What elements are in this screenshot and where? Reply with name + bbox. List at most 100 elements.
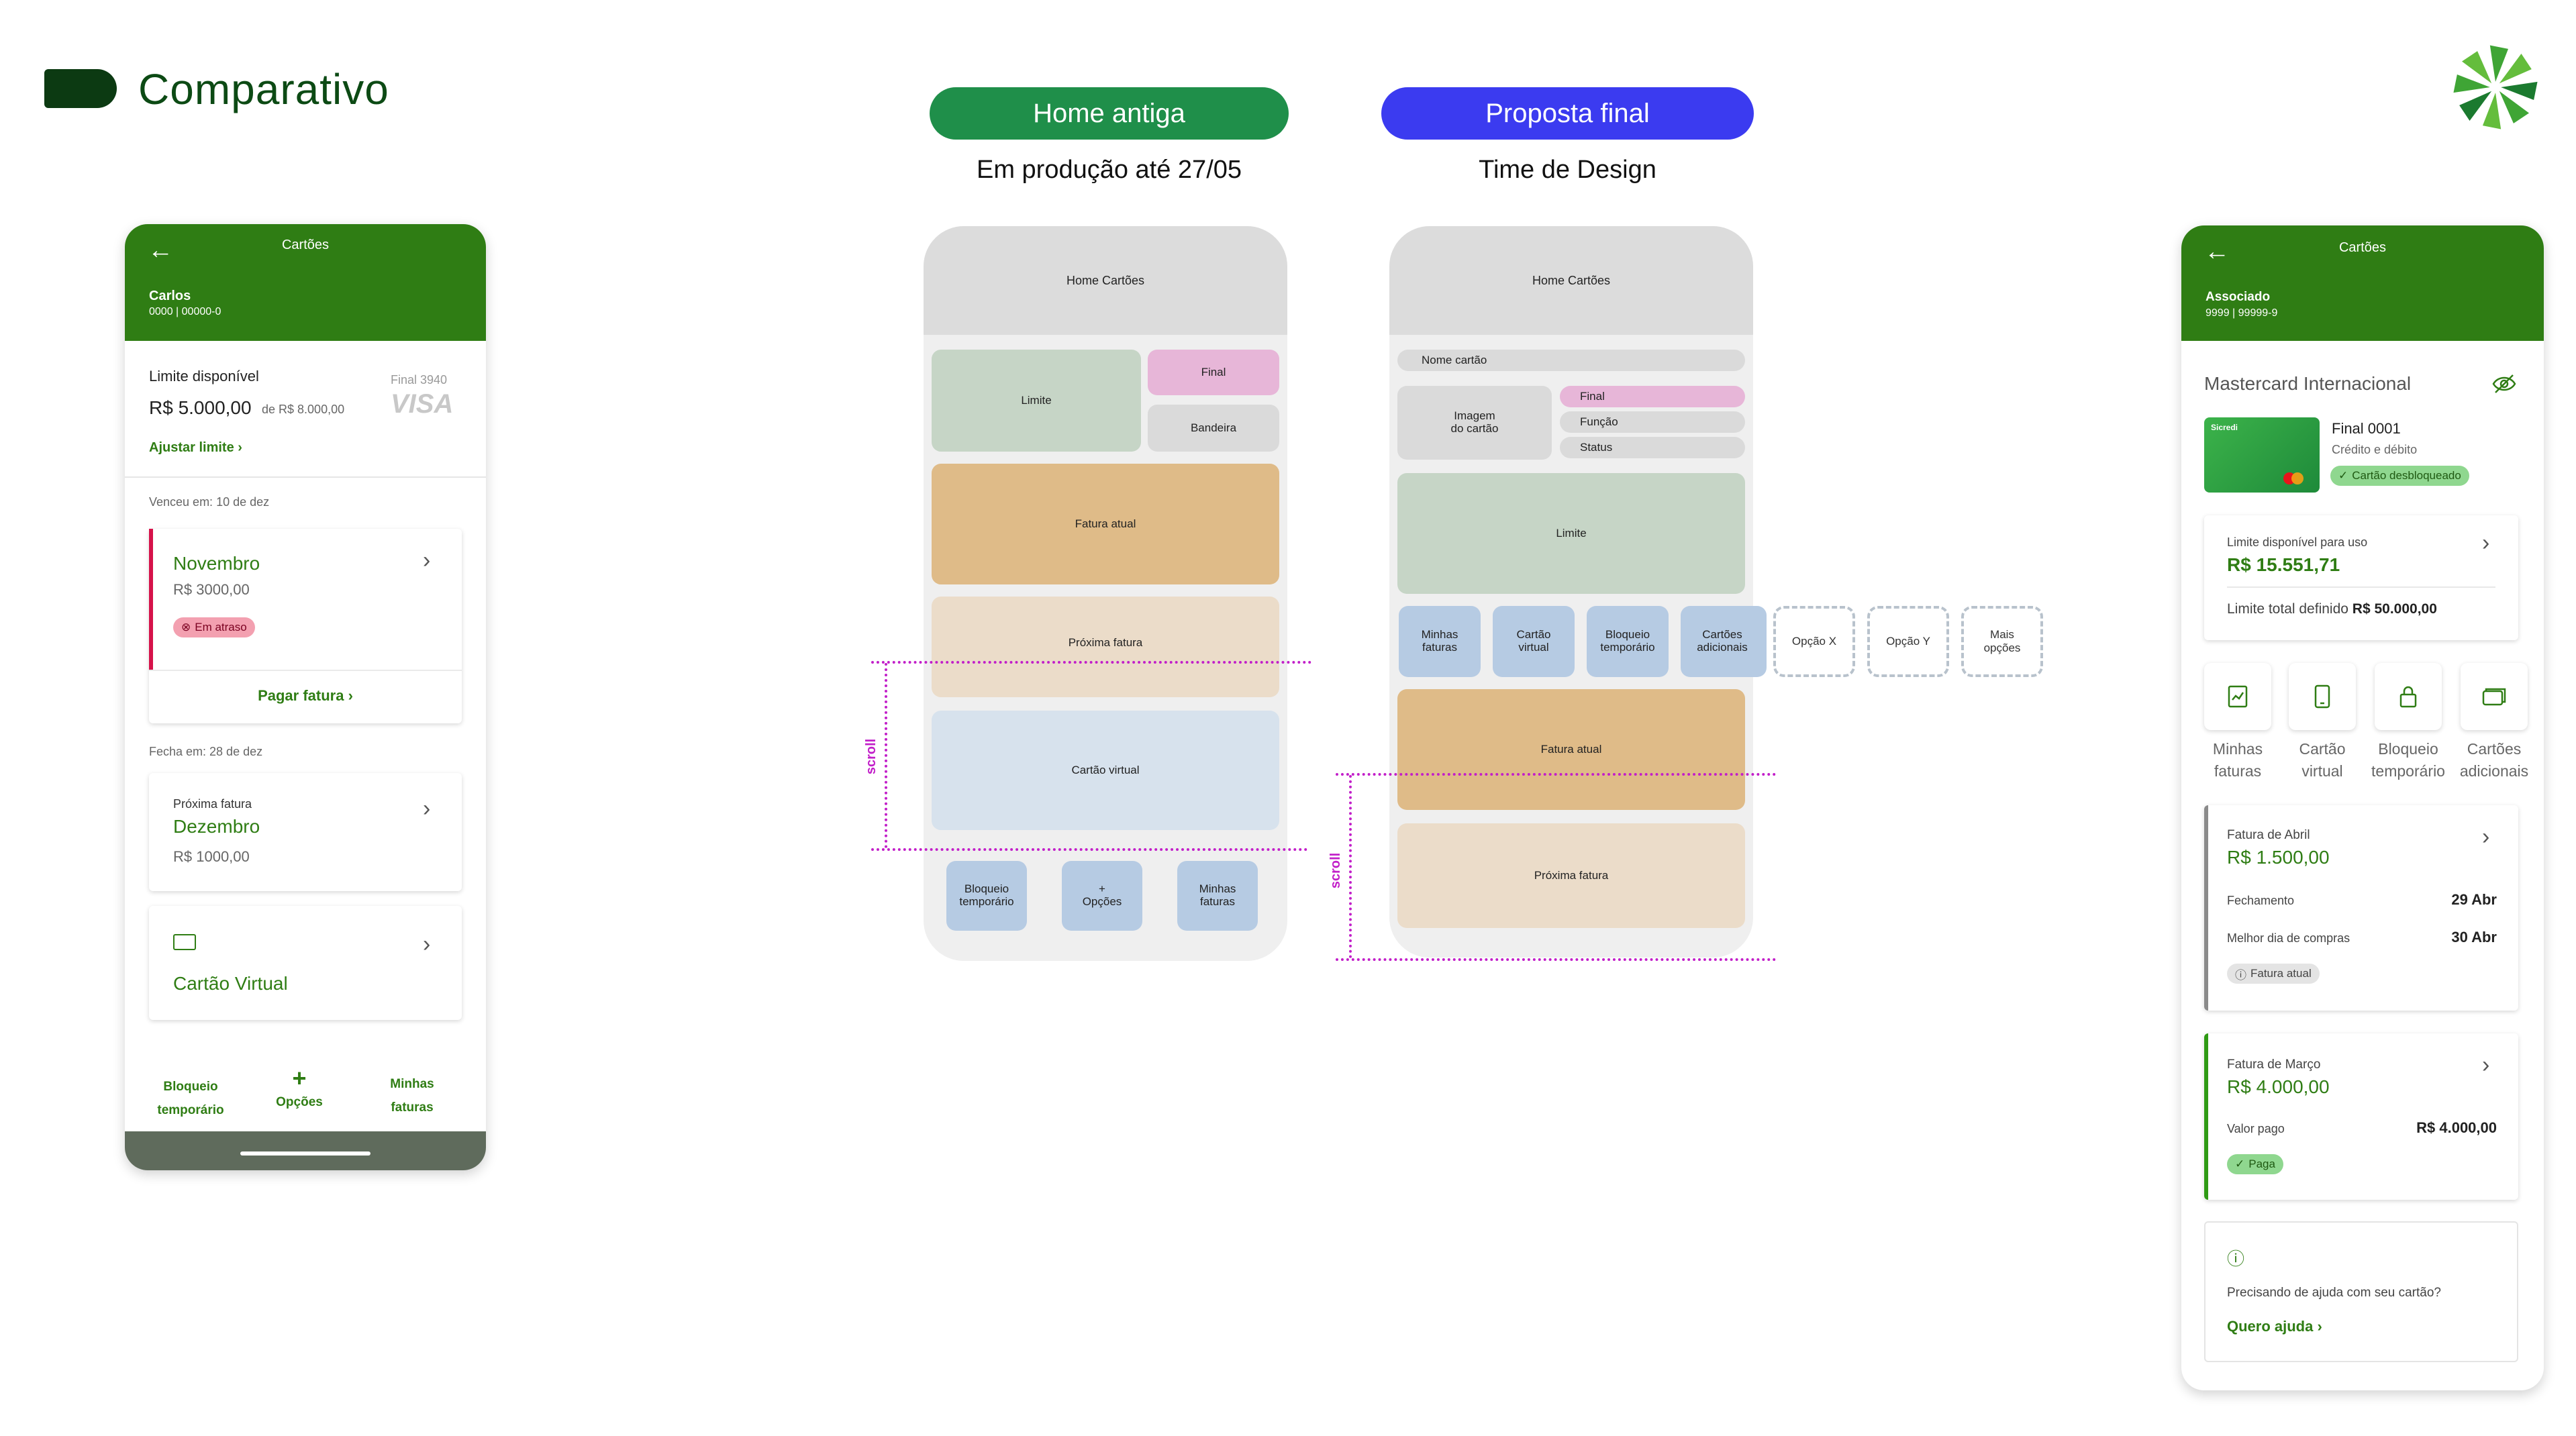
new-app-bar: ← Cartões Associado 9999 | 99999-9 <box>2181 225 2544 341</box>
wf-old-final: Final <box>1148 350 1279 395</box>
wf-new-funcao: Função <box>1560 411 1745 433</box>
scroll-line-bottom-old <box>871 848 1307 851</box>
wf-old-proxima: Próxima fatura <box>932 597 1279 697</box>
invoice-marker <box>2204 805 2208 1011</box>
divider <box>125 476 486 478</box>
wf-old-top: Home Cartões <box>924 226 1287 335</box>
scroll-line-top-new <box>1336 773 1776 776</box>
sicredi-logo-icon <box>2453 45 2538 130</box>
paid-invoice-card[interactable]: Fatura de Março R$ 4.000,00 › Valor pago… <box>2204 1033 2518 1200</box>
next-value: R$ 1000,00 <box>173 848 250 865</box>
mastercard-logo-icon-2 <box>2291 472 2303 484</box>
paid-badge: ✓Paga <box>2227 1154 2283 1174</box>
inv1-r2-value: 30 Abr <box>2451 929 2497 945</box>
chevron-right-icon: › <box>2482 1052 2490 1078</box>
chevron-right-icon: › <box>423 548 431 573</box>
old-app-screen: ← Cartões Carlos 0000 | 00000-0 Limite d… <box>125 224 486 1170</box>
inv1-r1-label: Fechamento <box>2227 894 2295 907</box>
old-limit-total: de R$ 8.000,00 <box>262 403 345 416</box>
error-icon: ⊗ <box>181 621 191 633</box>
overdue-invoice-card[interactable]: Novembro R$ 3000,00 › ⊗Em atraso Pagar f… <box>149 529 462 723</box>
wf-new-final: Final <box>1560 386 1745 407</box>
card-name: Mastercard Internacional <box>2204 373 2412 394</box>
overdue-badge: ⊗Em atraso <box>173 617 255 637</box>
phone-icon <box>2314 684 2330 709</box>
wf-new-o4-overflow <box>1753 606 1767 677</box>
wf-new-o3: Bloqueio temporário <box>1587 606 1669 677</box>
help-link[interactable]: Quero ajuda › <box>2227 1318 2322 1335</box>
help-card[interactable]: ⓘ Precisando de ajuda com seu cartão? Qu… <box>2204 1221 2518 1362</box>
inv2-r1-label: Valor pago <box>2227 1122 2285 1135</box>
limit-card[interactable]: Limite disponível para uso R$ 15.551,71 … <box>2204 515 2518 640</box>
current-invoice-card[interactable]: Fatura de Abril R$ 1.500,00 › Fechamento… <box>2204 805 2518 1011</box>
wf-new-more-options: Mais opções <box>1961 606 2043 677</box>
check-circle-icon: ✓ <box>2338 469 2348 482</box>
eye-off-icon[interactable] <box>2491 373 2517 395</box>
chevron-right-icon: › <box>2482 824 2490 850</box>
card-type: Crédito e débito <box>2332 443 2418 456</box>
next-invoice-card[interactable]: Próxima fatura Dezembro R$ 1000,00 › <box>149 773 462 891</box>
due-note: Venceu em: 10 de dez <box>149 495 270 509</box>
adjust-limit-link[interactable]: Ajustar limite › <box>149 440 242 455</box>
scroll-label-new: scroll <box>1328 852 1344 889</box>
chevron-right-icon: › <box>238 440 242 455</box>
wf-new-imagem: Imagem do cartão <box>1397 386 1552 460</box>
limit-value: R$ 15.551,71 <box>2227 554 2340 575</box>
scroll-line-top-old <box>871 661 1311 664</box>
wf-new-top: Home Cartões <box>1389 226 1753 335</box>
shortcut-additional-cards[interactable] <box>2461 663 2528 730</box>
new-app-title: Cartões <box>2338 240 2387 255</box>
shortcut-invoices[interactable] <box>2204 663 2271 730</box>
next-month: Dezembro <box>173 816 260 837</box>
info-icon: ⓘ <box>2235 968 2246 982</box>
inv2-value: R$ 4.000,00 <box>2227 1076 2330 1097</box>
plus-icon: + <box>292 1064 307 1092</box>
help-icon: ⓘ <box>2227 1249 2245 1269</box>
action-options[interactable]: +Opções <box>259 1064 340 1110</box>
shortcut-temp-lock[interactable] <box>2375 663 2442 730</box>
old-account: 0000 | 00000-0 <box>149 306 221 317</box>
shortcut-virtual-card[interactable] <box>2289 663 2356 730</box>
overdue-marker <box>149 529 153 670</box>
invoice-icon <box>2228 685 2248 708</box>
tag-proposta-final: Proposta final <box>1381 87 1754 140</box>
wf-new-option-x: Opção X <box>1773 606 1855 677</box>
chevron-right-icon: › <box>2482 530 2490 556</box>
card-image-logo: Sicredi <box>2211 423 2238 432</box>
pay-invoice-button[interactable]: Pagar fatura › <box>258 687 353 704</box>
help-text: Precisando de ajuda com seu cartão? <box>2227 1286 2441 1300</box>
virtual-card-card[interactable]: Cartão Virtual › <box>149 906 462 1020</box>
home-indicator <box>240 1151 370 1156</box>
card-final: Final 0001 <box>2332 420 2401 437</box>
wf-new-o4: Cartões adicionais <box>1681 606 1753 677</box>
tag-home-antiga: Home antiga <box>930 87 1289 140</box>
new-user-name: Associado <box>2206 290 2271 304</box>
scroll-label-old: scroll <box>864 738 879 775</box>
divider <box>149 670 462 671</box>
inv1-label: Fatura de Abril <box>2227 828 2310 842</box>
scroll-bracket-old <box>885 663 887 848</box>
chevron-right-icon: › <box>2317 1318 2322 1335</box>
back-arrow-icon[interactable]: ← <box>2204 238 2230 266</box>
wf-new-o2: Cartão virtual <box>1493 606 1575 677</box>
header-pill <box>44 69 117 108</box>
old-app-title: Cartões <box>281 238 330 252</box>
next-label: Próxima fatura <box>173 797 252 811</box>
old-limit-value: R$ 5.000,00 <box>149 397 252 418</box>
inv2-label: Fatura de Março <box>2227 1058 2321 1072</box>
caption-new: Time de Design <box>1479 156 1656 184</box>
virtual-card-label: Cartão Virtual <box>173 973 288 994</box>
wf-old-virtual: Cartão virtual <box>932 711 1279 830</box>
old-card-final: Final 3940 <box>391 373 448 387</box>
limit-label: Limite disponível para uso <box>2227 535 2368 549</box>
back-arrow-icon[interactable]: ← <box>148 236 173 264</box>
inv1-r1-value: 29 Abr <box>2451 891 2497 908</box>
card-status-badge: ✓Cartão desbloqueado <box>2330 466 2469 486</box>
divider <box>2227 586 2495 588</box>
chevron-right-icon: › <box>423 931 431 957</box>
